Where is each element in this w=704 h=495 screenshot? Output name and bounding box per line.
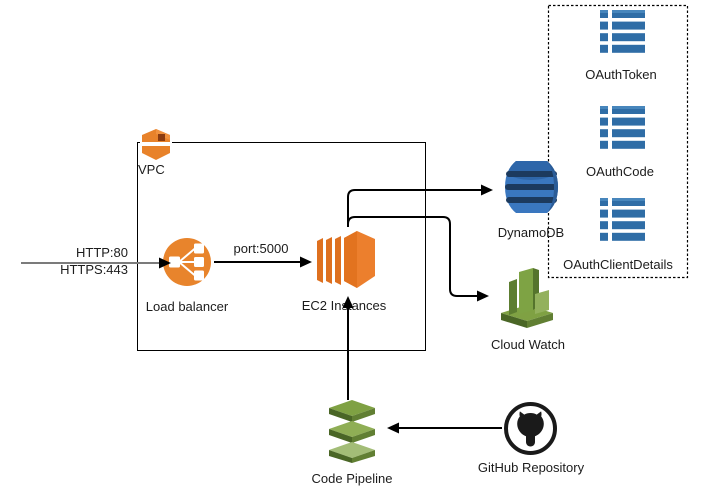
oauth-code-table-node[interactable] <box>600 106 645 154</box>
github-repository-label: GitHub Repository <box>477 460 585 475</box>
oauth-code-label: OAuthCode <box>586 164 654 179</box>
oauth-token-label: OAuthToken <box>585 67 657 82</box>
ec2-label: EC2 Instances <box>301 298 387 313</box>
dynamodb-table-icon <box>600 106 645 149</box>
elastic-load-balancer-icon <box>163 238 211 286</box>
inbound-protocol-labels: HTTP:80 HTTPS:443 <box>20 245 128 278</box>
load-balancer-label: Load balancer <box>145 299 229 314</box>
vpc-label: VPC <box>138 162 165 177</box>
cloudwatch-icon <box>501 268 553 328</box>
oauth-token-table-node[interactable] <box>600 10 645 58</box>
ec2-node[interactable] <box>317 226 379 297</box>
dynamodb-table-icon <box>600 10 645 53</box>
dynamodb-label: DynamoDB <box>497 225 565 240</box>
github-octocat-icon <box>504 402 557 455</box>
load-balancer-node[interactable] <box>163 238 211 291</box>
dynamodb-table-icon <box>600 198 645 241</box>
oauth-client-details-table-node[interactable] <box>600 198 645 246</box>
cloudwatch-node[interactable] <box>497 262 557 335</box>
vpc-icon <box>140 127 172 163</box>
github-node[interactable] <box>502 401 559 463</box>
oauth-client-details-label: OAuthClientDetails <box>563 257 673 272</box>
dynamodb-tables-dashed-box <box>547 4 689 279</box>
code-pipeline-label: Code Pipeline <box>311 471 393 486</box>
code-pipeline-node[interactable] <box>323 399 381 468</box>
codepipeline-icon <box>329 400 375 463</box>
cloudwatch-label: Cloud Watch <box>491 337 565 352</box>
vpc-node[interactable] <box>140 127 172 168</box>
dynamodb-node[interactable] <box>505 158 558 222</box>
https-port-label: HTTPS:443 <box>60 261 128 277</box>
ec2-icon <box>317 231 375 288</box>
dynamodb-icon <box>505 161 558 213</box>
port-5000-label: port:5000 <box>233 241 289 256</box>
http-port-label: HTTP:80 <box>75 245 128 260</box>
